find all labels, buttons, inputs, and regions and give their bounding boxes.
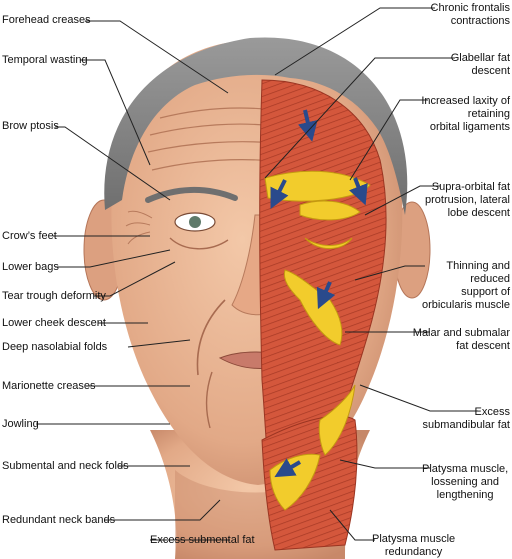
leader-lines-left [36, 20, 230, 541]
marionette-crease [205, 371, 213, 429]
left-iris [189, 216, 201, 228]
label-temporal-wasting: Temporal wasting [2, 54, 88, 66]
label-crows-feet: Crow’s feet [2, 230, 57, 242]
hair [104, 37, 408, 215]
label-lower-cheek-descent: Lower cheek descent [2, 317, 106, 329]
fat-pads [264, 170, 371, 511]
label-tear-trough: Tear trough deformity [2, 290, 106, 302]
nasolabial-fold [196, 299, 226, 376]
descent-arrows [270, 109, 368, 478]
label-brow-ptosis: Brow ptosis [2, 120, 59, 132]
label-lower-bags: Lower bags [2, 261, 59, 273]
leader-lines-right [264, 7, 478, 541]
label-nasolabial-folds: Deep nasolabial folds [2, 341, 108, 353]
label-jowling: Jowling [2, 418, 39, 430]
label-forehead-creases: Forehead creases [2, 14, 91, 26]
label-marionette-creases: Marionette creases [2, 380, 96, 392]
label-excess-submental-fat: Excess submental fat [150, 534, 255, 546]
lower-bag [169, 237, 229, 250]
label-redundant-neck-bands: Redundant neck bands [2, 514, 116, 526]
left-brow [145, 187, 238, 203]
label-submental-neck-folds: Submental and neck folds [2, 460, 129, 472]
